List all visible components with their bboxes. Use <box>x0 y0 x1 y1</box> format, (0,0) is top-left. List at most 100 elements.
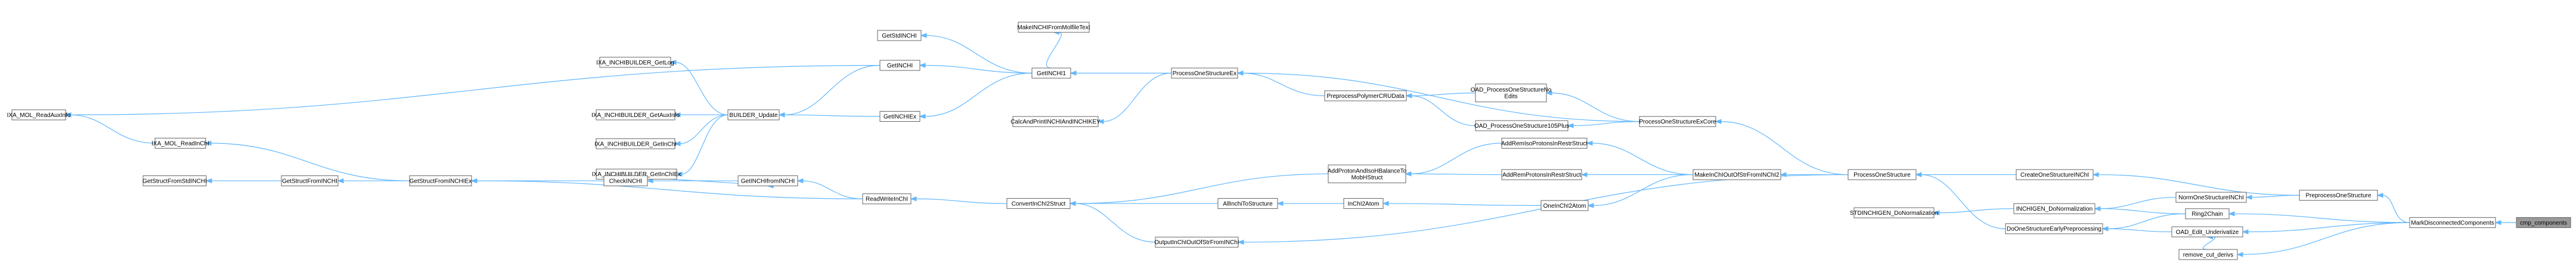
node-box <box>862 193 912 205</box>
node-label: MarkDisconnectedComponents <box>2411 220 2494 226</box>
node-label: DoOneStructureEarlyPreprocessing <box>2007 226 2101 233</box>
node-check-inchi[interactable]: CheckINCHI <box>603 175 648 186</box>
edge <box>2097 174 2300 196</box>
edge-arrowhead <box>205 178 212 184</box>
node-box <box>11 109 66 121</box>
node-ixa-mol-read-in-ch-i[interactable]: IXA_MOL_ReadInChI <box>151 137 209 149</box>
node-create-one-structure-inch-i[interactable]: CreateOneStructureINChI <box>2016 169 2094 180</box>
node-get-inchi[interactable]: GetINCHI <box>879 60 920 71</box>
node-in-ch-i2-atom[interactable]: InChI2Atom <box>1343 198 1384 209</box>
node-label: GetStructFromStdINCHI <box>142 178 207 184</box>
node-make-in-ch-iout-of-str-from-inch-i2[interactable]: MakeInChIOutOfStrFromINChI2 <box>1692 169 1781 180</box>
node-norm-one-structure-inch-i[interactable]: NormOneStructureINChI <box>2175 192 2247 203</box>
node-get-inchiex[interactable]: GetINCHIEx <box>879 111 920 122</box>
node-box <box>1328 164 1406 183</box>
node-label: ProcessOneStructureEx <box>1173 70 1236 77</box>
node-ixa-mol-read-aux-info[interactable]: IXA_MOL_ReadAuxInfo <box>7 109 71 121</box>
node-stdinchigen-do-normalization[interactable]: STDINCHIGEN_DoNormalization <box>1850 207 1938 218</box>
node-get-struct-from-inchi[interactable]: GetStructFromINCHI <box>281 175 339 186</box>
edge <box>2242 222 2410 255</box>
edge-arrowhead <box>1069 201 1076 207</box>
node-mark-disconnected-components[interactable]: MarkDisconnectedComponents <box>2409 217 2496 228</box>
edge-arrowhead <box>674 112 681 118</box>
node-builder-update[interactable]: BUILDER_Update <box>727 109 780 121</box>
node-oad-edit-underivatize[interactable]: OAD_Edit_Underivatize <box>2171 226 2243 238</box>
node-label: MakeINCHIFromMolfileText <box>1017 24 1090 31</box>
edge-arrowhead <box>337 178 344 184</box>
edge-arrowhead <box>646 178 653 184</box>
edge-arrowhead <box>2494 220 2501 226</box>
node-ring2-chain[interactable]: Ring2Chain <box>2185 208 2230 220</box>
edge-arrowhead <box>919 63 926 68</box>
node-get-struct-from-std-inchi[interactable]: GetStructFromStdINCHI <box>142 175 207 186</box>
node-calc-and-print-inchiand-inchikey[interactable]: CalcAndPrintINCHIAndINCHIKEY <box>1010 116 1101 127</box>
node-box <box>1692 169 1781 180</box>
node-box <box>2299 190 2378 201</box>
node-label: CalcAndPrintINCHIAndINCHIKEY <box>1010 119 1101 125</box>
node-label: OutputInChIOutOfStrFromINChI <box>1154 239 1239 246</box>
node-inchigen-do-normalization[interactable]: INCHIGEN_DoNormalization <box>2013 203 2095 214</box>
node-preprocess-polymer-crudata[interactable]: PreprocessPolymerCRUData <box>1324 90 1407 101</box>
node-get-inchifrom-inchi[interactable]: GetINCHIfromINCHI <box>737 175 798 186</box>
edge <box>925 35 1033 74</box>
node-get-std-inchi[interactable]: GetStdINCHI <box>877 30 922 41</box>
node-process-one-structure-ex[interactable]: ProcessOneStructureEx <box>1171 67 1238 79</box>
node-do-one-structure-early-preprocessing[interactable]: DoOneStructureEarlyPreprocessing <box>2005 223 2103 235</box>
edge-arrowhead <box>2245 195 2252 200</box>
node-read-write-in-ch-i[interactable]: ReadWriteInChI <box>862 193 912 205</box>
node-box <box>1031 67 1071 79</box>
node-process-one-structure-ex-core[interactable]: ProcessOneStructureExCore <box>1639 116 1716 127</box>
node-preprocess-one-structure[interactable]: PreprocessOneStructure <box>2299 190 2378 201</box>
edge <box>1411 93 1476 97</box>
node-label: AllInchiToStructure <box>1223 201 1273 207</box>
edge-arrowhead <box>910 196 917 202</box>
node-process-one-structure[interactable]: ProcessOneStructure <box>1847 169 1917 180</box>
node-box <box>1217 198 1278 209</box>
node-label: GetINCHI <box>887 63 913 69</box>
edge-arrowhead <box>1567 123 1574 128</box>
node-box <box>2409 217 2496 228</box>
node-convert-in-ch-i2-struct[interactable]: ConvertInChI2Struct <box>1006 198 1071 209</box>
edge-arrowhead <box>778 112 785 118</box>
edge-arrowhead <box>1405 93 1412 98</box>
node-add-rem-protons-in-restr-struct[interactable]: AddRemProtonsInRestrStruct <box>1501 169 1582 180</box>
node-ixa-inchibuilder-get-log[interactable]: IXA_INCHIBUILDER_GetLog <box>596 57 674 68</box>
node-remove-cut-derivs[interactable]: remove_cut_derivs <box>2178 249 2238 260</box>
node-box <box>1501 169 1582 180</box>
node-label: OAD_Edit_Underivatize <box>2176 229 2239 236</box>
node-label: ReadWriteInChI <box>866 196 908 203</box>
node-box <box>1018 21 1090 33</box>
node-one-in-ch-i2-atom[interactable]: OneInChI2Atom <box>1540 200 1589 211</box>
node-make-inchifrom-molfile-text[interactable]: MakeINCHIFromMolfileText <box>1017 21 1090 33</box>
node-cmp-components[interactable]: cmp_components <box>2516 217 2571 228</box>
node-box <box>737 175 798 186</box>
node-all-inchi-to-structure[interactable]: AllInchiToStructure <box>1217 198 1278 209</box>
edge-arrowhead <box>2236 252 2243 257</box>
edge <box>70 114 156 144</box>
node-label: GetStructFromINCHI <box>282 178 337 184</box>
node-oad-process-one-structure105-plus[interactable]: OAD_ProcessOneStructure105Plus <box>1474 120 1569 131</box>
edge-arrowhead <box>2242 229 2249 235</box>
node-ixa-inchibuilder-get-aux-info[interactable]: IXA_INCHIBUILDER_GetAuxInfo <box>591 109 680 121</box>
node-ixa-inchibuilder-get-in-ch-i[interactable]: IXA_INCHIBUILDER_GetInChI <box>594 138 677 149</box>
node-get-inchi1[interactable]: GetINCHI1 <box>1031 67 1071 79</box>
node-output-in-ch-iout-of-str-from-inch-i[interactable]: OutputInChIOutOfStrFromINChI <box>1154 236 1239 248</box>
edge <box>1242 72 1640 122</box>
node-box <box>2013 203 2095 214</box>
node-box <box>2185 208 2230 220</box>
node-get-struct-from-inchiex[interactable]: GetStructFromINCHIEx <box>409 175 472 186</box>
node-add-rem-iso-protons-in-restr-struct[interactable]: AddRemIsoProtonsInRestrStruct <box>1501 137 1588 149</box>
node-label: BUILDER_Update <box>729 112 778 119</box>
node-label: OAD_ProcessOneStructure105Plus <box>1474 123 1569 130</box>
node-label: cmp_components <box>2520 220 2567 226</box>
edge-arrowhead <box>1715 119 1722 124</box>
node-label: Edits <box>1504 94 1517 100</box>
node-label: AddRemProtonsInRestrStruct <box>1502 172 1581 178</box>
edge-arrowhead <box>2228 211 2235 217</box>
node-box <box>727 109 780 121</box>
edge <box>476 180 863 199</box>
call-graph-nodes: cmp_components MarkDisconnectedComponents… <box>7 21 2571 260</box>
